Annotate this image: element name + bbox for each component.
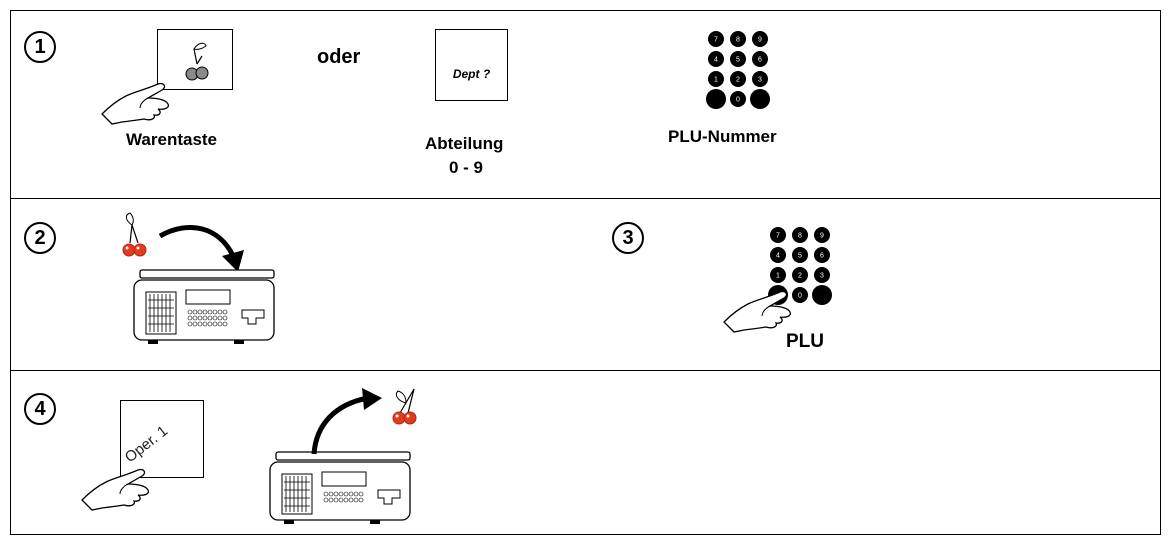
or-label: oder [317, 46, 361, 68]
keypad-key [814, 267, 830, 283]
keypad-key [708, 31, 724, 47]
keypad-key-label: 4 [776, 253, 780, 260]
keypad-key-label: 6 [820, 253, 824, 260]
row-divider-1 [10, 198, 1161, 199]
keypad-key-label: 6 [758, 57, 762, 64]
keypad-key [812, 285, 832, 305]
keypad-key-label: 4 [714, 57, 718, 64]
cherry-gray-icon [185, 42, 209, 81]
cherry-red-icon [122, 212, 147, 257]
diagram-frame [10, 10, 1161, 535]
keypad-key [792, 247, 808, 263]
numeric-keypad-icon: 7 8 9 4 5 6 1 2 3 0 [706, 31, 770, 109]
weighing-scale-icon [133, 269, 275, 344]
keypad-key [814, 227, 830, 243]
keypad-key [814, 247, 830, 263]
keypad-key-label: 5 [736, 57, 740, 64]
plu-number-caption: PLU-Nummer [668, 127, 777, 146]
keypad-key-label: 3 [758, 77, 762, 84]
keypad-key-label: 7 [714, 37, 718, 44]
keypad-key [752, 51, 768, 67]
keypad-key [770, 247, 786, 263]
keypad-key-label: 0 [736, 97, 740, 104]
keypad-key-label: 5 [798, 253, 802, 260]
keypad-key-label: 1 [714, 77, 718, 84]
keypad-key-label: 0 [798, 293, 802, 300]
department-caption-line2: 0 - 9 [449, 158, 484, 177]
keypad-key [708, 71, 724, 87]
keypad-key-label: 9 [758, 37, 762, 44]
keypad-key [706, 89, 726, 109]
keypad-key [708, 51, 724, 67]
keypad-key-label: 7 [776, 233, 780, 240]
pressing-hand-operator-icon [81, 468, 150, 511]
keypad-key [750, 89, 770, 109]
keypad-key-label: 8 [736, 37, 740, 44]
step-3-badge: 3 [612, 222, 644, 254]
keypad-key [730, 91, 746, 107]
item-key-caption: Warentaste [126, 130, 218, 149]
operator-key[interactable]: Oper. 1 [120, 400, 204, 478]
keypad-key-label: 1 [776, 273, 780, 280]
numeric-keypad-pressed-icon: 7 8 9 4 5 6 1 2 3 0 [768, 227, 832, 305]
keypad-key [792, 287, 808, 303]
keypad-key-label: 2 [798, 273, 802, 280]
item-key[interactable] [157, 29, 233, 90]
pressing-hand-keypad-icon [723, 290, 792, 333]
department-caption-line1: Abteilung [425, 134, 504, 153]
weighing-scale-icon-2 [269, 451, 411, 524]
row-divider-2 [10, 370, 1161, 371]
keypad-key [770, 227, 786, 243]
step-2-badge: 2 [24, 222, 56, 254]
curved-arrow-down-icon [158, 225, 244, 272]
keypad-key [730, 71, 746, 87]
keypad-key [770, 267, 786, 283]
keypad-key-label: 8 [798, 233, 802, 240]
keypad-key-label: 2 [736, 77, 740, 84]
department-key[interactable]: Dept ? [435, 29, 508, 101]
step-4-badge: 4 [24, 393, 56, 425]
keypad-key-label: 9 [820, 233, 824, 240]
keypad-key-label: 3 [820, 273, 824, 280]
department-key-label: Dept ? [452, 67, 491, 81]
keypad-key [730, 51, 746, 67]
pressing-hand-icon [101, 82, 170, 125]
curved-arrow-up-icon [311, 388, 382, 455]
step-1-badge: 1 [24, 31, 56, 63]
plu-label: PLU [786, 331, 824, 352]
keypad-key [792, 227, 808, 243]
keypad-key [752, 31, 768, 47]
cherry-red-icon-2 [392, 388, 417, 425]
keypad-key [792, 267, 808, 283]
keypad-key [752, 71, 768, 87]
keypad-key [730, 31, 746, 47]
